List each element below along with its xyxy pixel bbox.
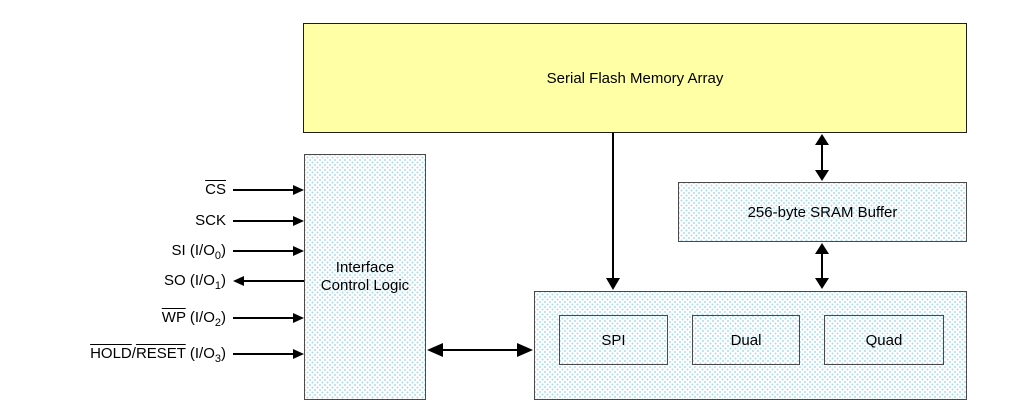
- quad-mode-label: Quad: [865, 331, 903, 349]
- interface-control-logic-label: Interface Control Logic: [320, 259, 410, 294]
- sck-arrow-icon: [233, 216, 304, 226]
- signal-label-sck: SCK: [195, 212, 226, 229]
- cs-arrow-icon: [233, 185, 304, 195]
- sram-buffer-label: 256-byte SRAM Buffer: [747, 203, 898, 221]
- hold-reset-arrow-icon: [233, 349, 304, 359]
- wp-arrow-icon: [233, 313, 304, 323]
- signal-label-wp: WP (I/O2): [161, 309, 226, 329]
- serial-flash-memory-array-box: Serial Flash Memory Array: [303, 23, 967, 133]
- si-arrow-icon: [233, 246, 304, 256]
- sram-buffer-box: 256-byte SRAM Buffer: [678, 182, 967, 242]
- io-modes-box: SPI Dual Quad: [534, 291, 967, 400]
- quad-mode-box: Quad: [824, 315, 944, 365]
- serial-flash-memory-array-label: Serial Flash Memory Array: [546, 69, 724, 87]
- signal-label-hold-reset: HOLD/RESET (I/O3): [90, 345, 226, 365]
- dual-mode-label: Dual: [730, 331, 762, 349]
- so-arrow-icon: [233, 276, 304, 286]
- signal-label-cs: CS: [205, 181, 226, 198]
- signal-label-si: SI (I/O0): [171, 242, 226, 262]
- spi-mode-label: SPI: [601, 331, 626, 349]
- interface-control-logic-box: Interface Control Logic: [304, 154, 426, 400]
- signal-label-so: SO (I/O1): [164, 272, 226, 292]
- spi-mode-box: SPI: [559, 315, 668, 365]
- dual-mode-box: Dual: [692, 315, 800, 365]
